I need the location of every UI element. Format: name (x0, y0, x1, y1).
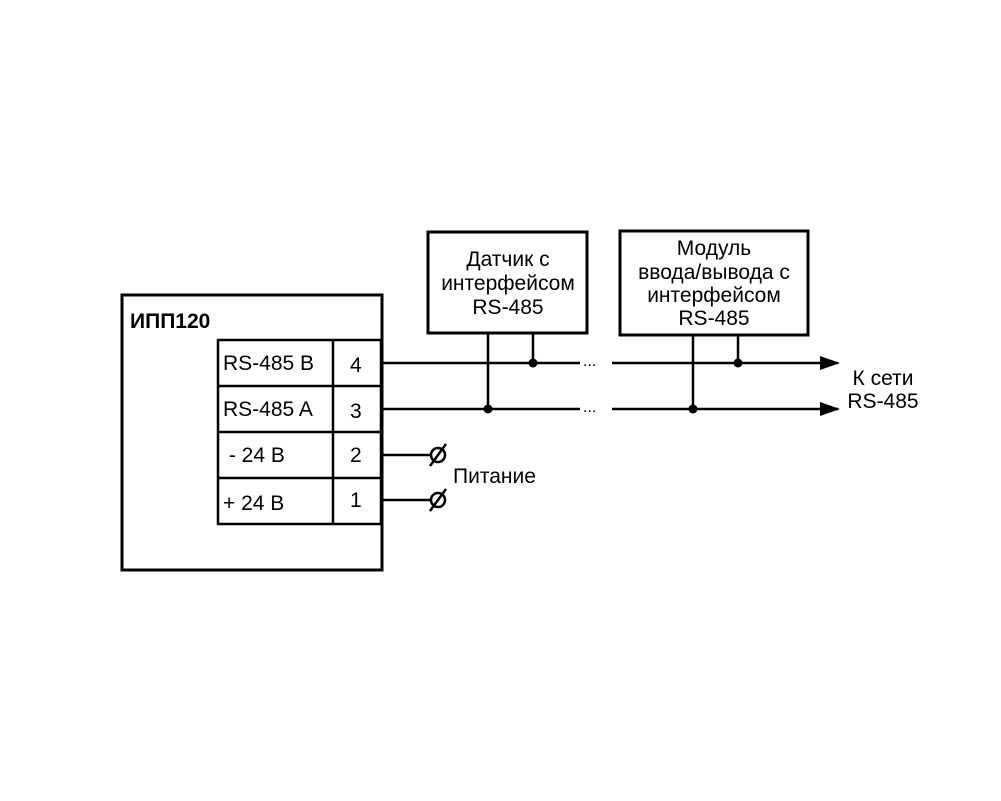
terminal-number: 2 (350, 444, 362, 467)
network-label: RS-485 (847, 390, 918, 413)
terminal-number: 3 (350, 400, 362, 423)
sensor-text: интерфейсом (441, 272, 575, 295)
power-label: Питание (453, 465, 536, 488)
ellipsis: ... (583, 353, 596, 370)
sensor-text: Датчик с (466, 248, 549, 271)
sensor-text: RS-485 (472, 296, 543, 319)
sensor-box: Датчик с интерфейсом RS-485 (426, 230, 589, 335)
module-text: Модуль (677, 237, 751, 260)
terminal-number: 4 (350, 354, 362, 377)
network-label: К сети (853, 367, 914, 390)
terminal-label: + 24 В (223, 492, 284, 515)
terminal-number: 1 (350, 489, 362, 512)
module-text: ввода/вывода с (638, 261, 790, 284)
io-module-box: Модуль ввода/вывода с интерфейсом RS-485 (618, 229, 810, 337)
ellipsis: ... (583, 399, 596, 416)
rs485-bus (382, 333, 840, 416)
terminal-label: RS-485 A (223, 398, 313, 421)
terminal-clamp-icon (429, 491, 447, 509)
terminal-block (216, 338, 383, 526)
terminal-label: RS-485 B (223, 352, 314, 375)
power-terminals (382, 443, 448, 512)
module-text: RS-485 (678, 307, 749, 330)
device-ipp120: ИПП120 RS-485 B 4 RS-485 A 3 - 24 В 2 + … (120, 293, 384, 572)
device-title: ИПП120 (130, 310, 210, 333)
junction-dots (483, 358, 743, 414)
terminal-label: - 24 В (223, 444, 285, 467)
terminal-clamp-icon (429, 446, 447, 464)
module-text: интерфейсом (647, 284, 781, 307)
